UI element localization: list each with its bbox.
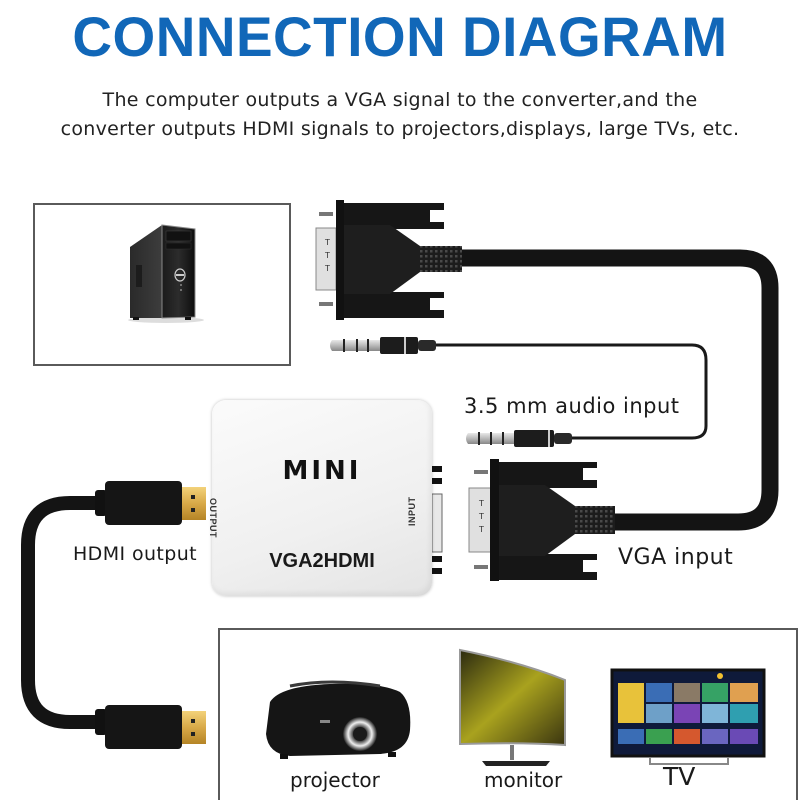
hdmi-connector-top	[95, 481, 206, 525]
audio-input-label: 3.5 mm audio input	[464, 394, 680, 418]
projector-icon	[266, 680, 411, 759]
vga-connector-bottom: T T T	[468, 459, 615, 581]
hdmi-cable	[21, 496, 107, 729]
vga-cable	[451, 249, 779, 531]
svg-text:T: T	[478, 512, 484, 521]
vga-input-label: VGA input	[618, 545, 734, 570]
converter-input-label: INPUT	[407, 496, 417, 527]
hdmi-connector-bottom	[95, 705, 206, 749]
tv-icon	[610, 668, 766, 765]
converter-output-label: OUTPUT	[208, 498, 218, 538]
converter-model-label: VGA2HDMI	[269, 550, 375, 572]
svg-text:T: T	[478, 525, 484, 534]
vga2hdmi-converter: MINI OUTPUT INPUT VGA2HDMI	[208, 400, 432, 596]
svg-text:T: T	[324, 238, 330, 247]
hdmi-output-label: HDMI output	[73, 543, 198, 565]
audio-cable	[435, 343, 708, 440]
computer-panel	[33, 203, 291, 366]
tv-label: TV	[663, 762, 696, 791]
page-title: CONNECTION DIAGRAM	[72, 5, 728, 68]
vga-connector-top: T T T	[315, 200, 462, 320]
converter-vga-socket	[431, 466, 443, 574]
svg-text:T: T	[324, 251, 330, 260]
description-line-2: converter outputs HDMI signals to projec…	[60, 118, 740, 140]
display-devices-art	[266, 648, 766, 766]
monitor-label: monitor	[484, 768, 563, 792]
projector-label: projector	[290, 768, 380, 792]
desktop-tower-icon	[128, 224, 204, 323]
audio-jack-bottom	[466, 430, 572, 447]
monitor-icon	[459, 648, 566, 766]
svg-text:T: T	[478, 499, 484, 508]
svg-text:T: T	[324, 264, 330, 273]
converter-brand-label: MINI	[282, 456, 362, 486]
display-devices-panel	[218, 628, 798, 800]
audio-jack-top	[330, 337, 436, 354]
description-line-1: The computer outputs a VGA signal to the…	[102, 89, 698, 111]
